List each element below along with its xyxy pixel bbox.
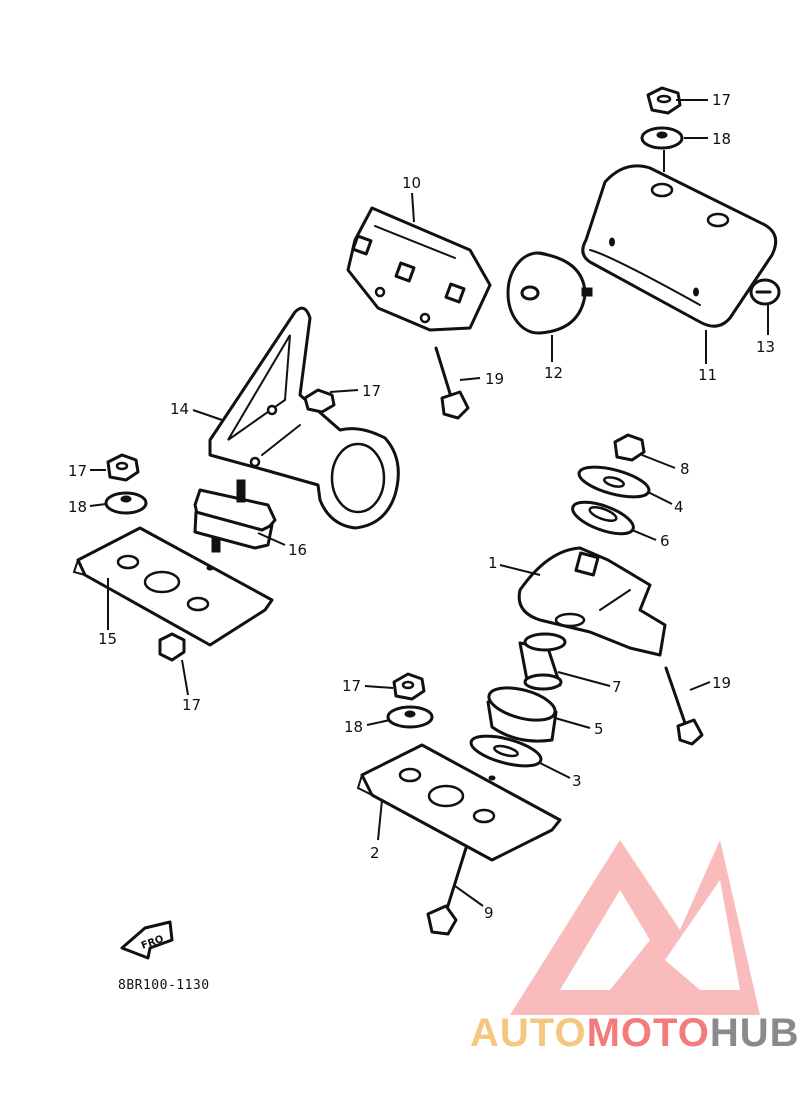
watermark-logo <box>510 840 760 1015</box>
diagram-code: 8BR100-1130 <box>118 978 210 993</box>
callout-17-lower: 17 <box>182 696 201 714</box>
part-17-nut-bracket <box>303 388 336 414</box>
callout-9: 9 <box>484 904 494 922</box>
part-18-washer-left <box>104 491 148 515</box>
callout-3: 3 <box>572 772 582 790</box>
part-17-nut-top <box>646 86 682 115</box>
callout-13: 13 <box>756 338 775 356</box>
callout-6: 6 <box>660 532 670 550</box>
part-3-washer <box>469 734 543 768</box>
callout-19-top: 19 <box>485 370 504 388</box>
part-17-nut-center <box>392 672 426 701</box>
part-1-bracket <box>517 546 667 657</box>
part-19-bolt-top <box>434 346 470 420</box>
watermark-part-2: MOTO <box>587 1011 710 1055</box>
watermark-text: AUTOMOTOHUB <box>470 1011 800 1055</box>
part-19-bolt-right <box>664 666 704 746</box>
part-14-bracket <box>208 306 400 530</box>
callout-5: 5 <box>594 720 604 738</box>
part-10-bracket <box>346 206 492 332</box>
callout-17-bracket: 17 <box>362 382 381 400</box>
part-4-washer <box>577 465 651 499</box>
callout-18-center: 18 <box>344 718 363 736</box>
part-17-nut-left <box>106 453 140 482</box>
callout-1: 1 <box>488 554 498 572</box>
part-11-cover <box>581 164 778 328</box>
callout-11: 11 <box>698 366 717 384</box>
part-13-screw <box>749 278 781 306</box>
callout-14: 14 <box>170 400 189 418</box>
watermark-part-3: HUB <box>710 1011 800 1055</box>
front-arrow-icon: FRO <box>120 920 174 960</box>
part-7-sleeve <box>518 632 567 691</box>
part-18-washer-top <box>640 126 684 150</box>
watermark-part-1: AUTO <box>470 1011 587 1055</box>
callout-17-center: 17 <box>342 677 361 695</box>
part-18-washer-center <box>386 705 434 729</box>
callout-10: 10 <box>402 174 421 192</box>
part-2-plate <box>356 743 562 862</box>
callout-4: 4 <box>674 498 684 516</box>
callout-8: 8 <box>680 460 690 478</box>
part-12-rubber-mount <box>506 251 593 335</box>
callout-18-left: 18 <box>68 498 87 516</box>
part-17-nut-lower-left <box>158 632 186 662</box>
callout-17: 17 <box>712 91 731 109</box>
callout-17-left: 17 <box>68 462 87 480</box>
part-8-nut <box>613 433 646 462</box>
part-5-cylinder <box>486 686 558 743</box>
part-9-bolt <box>426 846 468 936</box>
callout-18: 18 <box>712 130 731 148</box>
part-16-damper <box>193 479 277 553</box>
callout-16: 16 <box>288 541 307 559</box>
callout-12: 12 <box>544 364 563 382</box>
part-15-plate <box>72 526 274 647</box>
callout-7: 7 <box>612 678 622 696</box>
callout-2: 2 <box>370 844 380 862</box>
callout-15: 15 <box>98 630 117 648</box>
callout-labels: 10 17 18 11 13 12 19 14 17 17 18 16 15 1… <box>68 91 775 922</box>
part-6-ring <box>571 500 635 536</box>
callout-19-right: 19 <box>712 674 731 692</box>
leader-lines <box>89 99 769 907</box>
